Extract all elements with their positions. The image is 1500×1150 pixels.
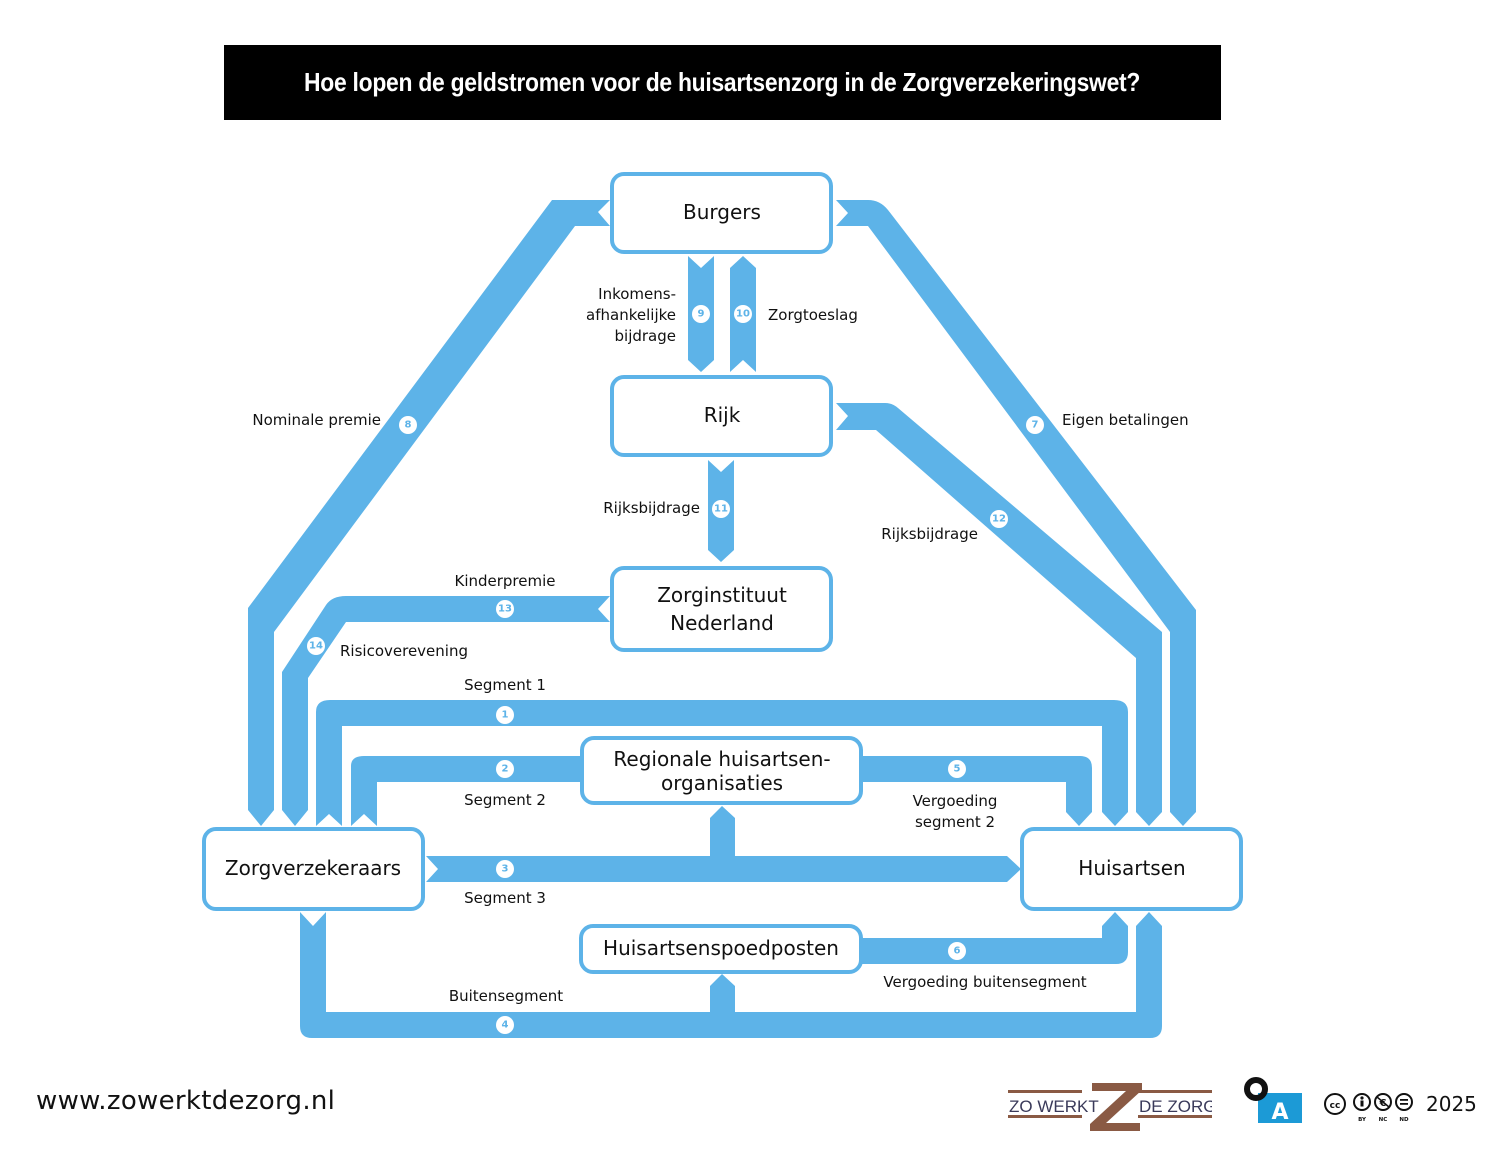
website-link[interactable]: www.zowerktdezorg.nl <box>36 1086 336 1116</box>
flow-label-1: Segment 1 <box>464 676 546 694</box>
flow-band-6 <box>862 912 1128 964</box>
badge-3: 3 <box>496 860 514 878</box>
cc-label-nc: NC <box>1379 1117 1388 1123</box>
node-burgers-label: Burgers <box>683 200 761 224</box>
flow-band-12 <box>836 403 1162 826</box>
flow-label-6: Vergoeding buitensegment <box>883 973 1086 991</box>
badge-2: 2 <box>496 760 514 778</box>
svg-text:4: 4 <box>502 1020 509 1031</box>
node-zorgverzekeraars-label: Zorgverzekeraars <box>225 856 401 880</box>
badge-11: 11 <box>712 500 730 518</box>
node-huisartsen-label: Huisartsen <box>1078 856 1185 880</box>
badge-5: 5 <box>948 760 966 778</box>
svg-text:2: 2 <box>502 764 509 775</box>
node-zorginstituut: Zorginstituut Nederland <box>610 566 833 652</box>
node-regionale: Regionale huisartsen- organisaties <box>580 736 863 805</box>
open-access-logo: A <box>1244 1077 1302 1123</box>
nc-noncommercial-icon: € <box>1374 1093 1392 1111</box>
flow-label-5-line2: segment 2 <box>915 813 995 831</box>
cc-label-nd: ND <box>1399 1117 1409 1123</box>
flow-band-13-14 <box>282 596 610 826</box>
flow-band-4 <box>300 912 1162 1038</box>
flow-label-3: Segment 3 <box>464 889 546 907</box>
node-burgers: Burgers <box>610 172 833 254</box>
logo-text-right: DE ZORG <box>1139 1097 1212 1116</box>
flow-band-2 <box>351 756 584 826</box>
badge-9: 9 <box>692 305 710 323</box>
flow-label-11: Rijksbijdrage <box>603 499 700 517</box>
badge-8: 8 <box>399 416 417 434</box>
flow-band-3 <box>426 806 1021 882</box>
flow-label-8: Nominale premie <box>252 411 381 429</box>
flow-label-5-line1: Vergoeding <box>913 792 998 810</box>
node-regionale-label-2: organisaties <box>661 771 783 795</box>
nd-noderivatives-icon <box>1395 1093 1413 1111</box>
year: 2025 <box>1426 1092 1477 1116</box>
node-spoedposten-label: Huisartsenspoedposten <box>603 936 839 960</box>
svg-text:9: 9 <box>698 309 705 320</box>
flow-label-14: Risicoverevening <box>340 642 468 660</box>
flow-label-10: Zorgtoeslag <box>768 306 858 324</box>
node-zorginstituut-label-1: Zorginstituut <box>657 583 787 607</box>
svg-text:€: € <box>1379 1098 1387 1109</box>
badge-4: 4 <box>496 1016 514 1034</box>
by-attribution-icon <box>1353 1093 1371 1111</box>
badge-6: 6 <box>948 942 966 960</box>
svg-text:5: 5 <box>954 764 961 775</box>
flow-label-9-line2: afhankelijke <box>586 306 676 324</box>
logo-z-mark <box>1090 1083 1142 1131</box>
cc-icon: cc <box>1324 1093 1346 1115</box>
svg-text:10: 10 <box>736 309 750 320</box>
svg-text:14: 14 <box>309 641 323 652</box>
badge-12: 12 <box>990 510 1008 528</box>
svg-text:7: 7 <box>1032 420 1039 431</box>
flow-label-2: Segment 2 <box>464 791 546 809</box>
zo-werkt-de-zorg-logo: ZO WERKT DE ZORG <box>1008 1083 1212 1131</box>
svg-text:cc: cc <box>1330 1101 1341 1111</box>
flow-label-9-line1: Inkomens- <box>598 285 676 303</box>
badge-10: 10 <box>734 305 752 323</box>
flow-band-8 <box>248 200 610 826</box>
node-rijk-label: Rijk <box>704 403 741 427</box>
flow-label-7: Eigen betalingen <box>1062 411 1189 429</box>
node-zorgverzekeraars: Zorgverzekeraars <box>202 827 425 911</box>
node-huisartsen: Huisartsen <box>1020 827 1243 911</box>
svg-text:3: 3 <box>502 864 509 875</box>
svg-text:6: 6 <box>954 946 961 957</box>
oa-letter: A <box>1271 1100 1288 1123</box>
title-bar: Hoe lopen de geldstromen voor de huisart… <box>224 45 1221 120</box>
node-rijk: Rijk <box>610 375 833 457</box>
svg-text:11: 11 <box>714 504 728 515</box>
badge-13: 13 <box>496 600 514 618</box>
page-title: Hoe lopen de geldstromen voor de huisart… <box>304 67 1141 97</box>
badge-14: 14 <box>307 637 325 655</box>
svg-text:1: 1 <box>502 710 509 721</box>
node-spoedposten: Huisartsenspoedposten <box>579 924 863 974</box>
node-regionale-label-1: Regionale huisartsen- <box>613 747 830 771</box>
creative-commons-license[interactable]: cc € BY NC ND <box>1324 1093 1416 1125</box>
cc-label-by: BY <box>1358 1117 1367 1123</box>
badge-1: 1 <box>496 706 514 724</box>
flow-label-12: Rijksbijdrage <box>881 525 978 543</box>
svg-text:12: 12 <box>992 514 1006 525</box>
badge-7: 7 <box>1026 416 1044 434</box>
flow-band-5 <box>860 756 1092 826</box>
flow-label-13: Kinderpremie <box>454 572 555 590</box>
flow-band-1 <box>316 700 1128 826</box>
svg-text:13: 13 <box>498 604 512 615</box>
node-zorginstituut-label-2: Nederland <box>670 611 774 635</box>
flow-label-9-line3: bijdrage <box>615 327 677 345</box>
flow-label-4: Buitensegment <box>449 987 563 1005</box>
logo-text-left: ZO WERKT <box>1009 1097 1099 1116</box>
svg-text:8: 8 <box>405 420 412 431</box>
